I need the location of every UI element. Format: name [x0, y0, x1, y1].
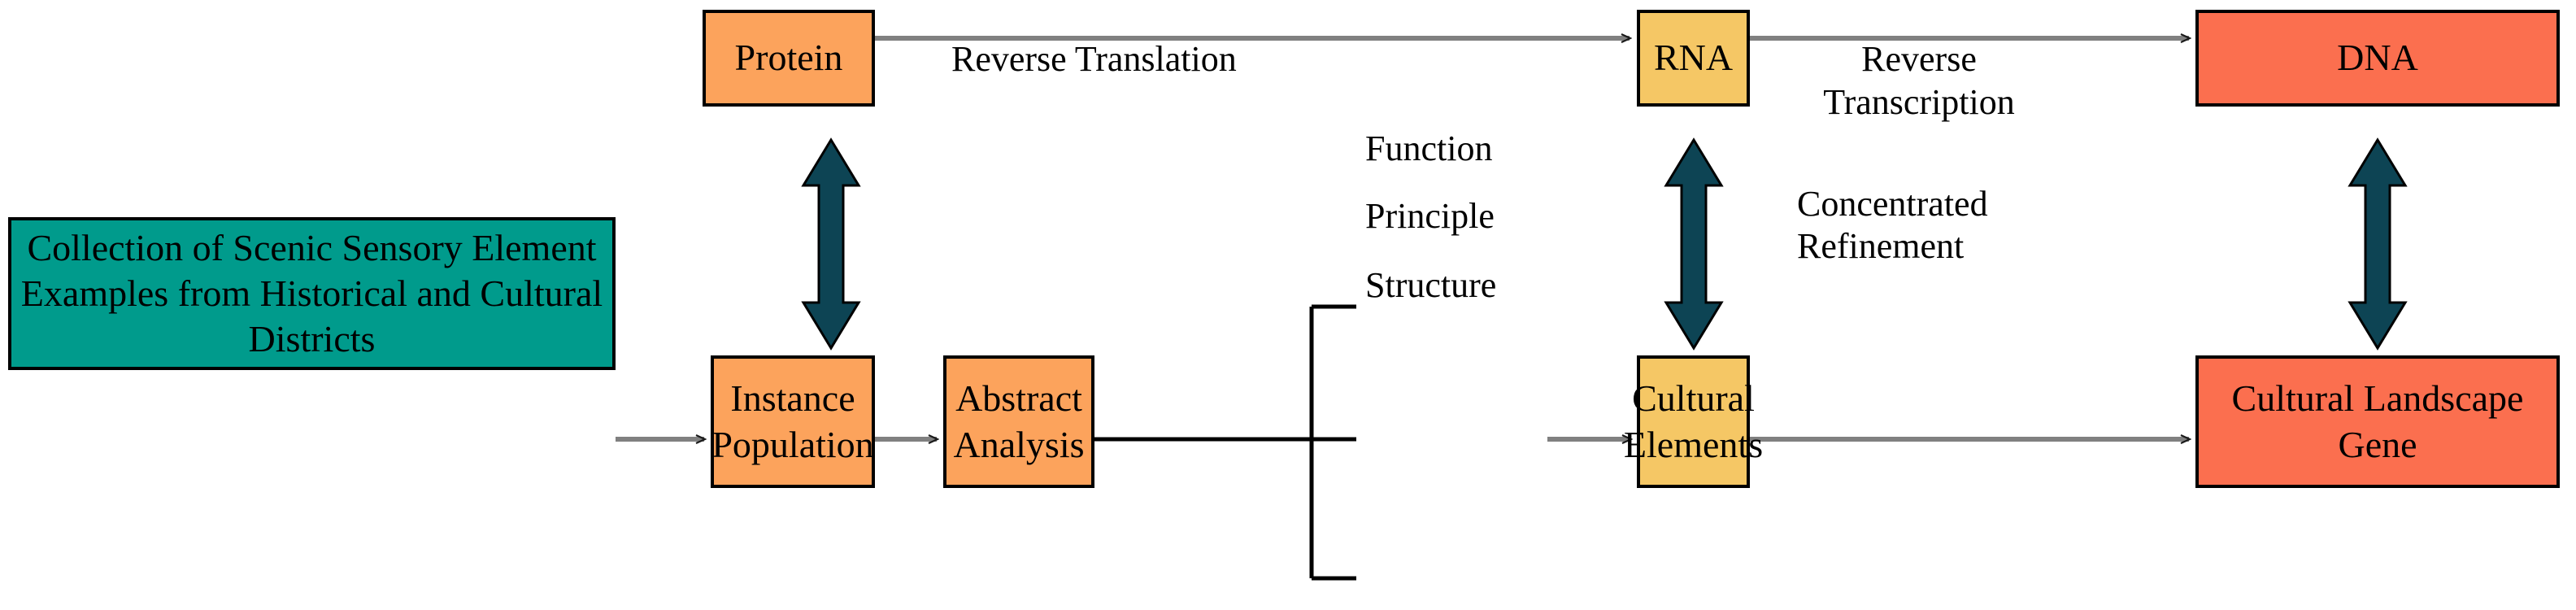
node-collection-label: Collection of Scenic Sensory Element Exa… [20, 226, 603, 360]
node-protein[interactable]: Protein [703, 10, 875, 107]
double-arrow-protein-instance [801, 137, 861, 351]
node-cultural-elements-label: Cultural Elements [1623, 377, 1764, 465]
node-abstract-analysis-label: Abstract Analysis [953, 377, 1085, 465]
node-dna[interactable]: DNA [2195, 10, 2560, 107]
node-rna[interactable]: RNA [1637, 10, 1750, 107]
edge-label-refinement: Refinement [1797, 226, 1965, 266]
branch-label-function: Function [1365, 129, 1493, 168]
edge-label-reverse-transcription: Reverse Transcription [1823, 39, 2015, 122]
node-instance-population[interactable]: Instance Population [711, 355, 875, 488]
branch-label-principle: Principle [1365, 196, 1495, 236]
edge-label-reverse-translation: Reverse Translation [951, 39, 1237, 79]
node-instance-population-label: Instance Population [711, 377, 874, 465]
node-cultural-landscape-gene-label: Cultural Landscape Gene [2231, 377, 2524, 465]
branch-label-structure: Structure [1365, 265, 1497, 305]
node-abstract-analysis[interactable]: Abstract Analysis [943, 355, 1094, 488]
double-arrow-dna-landscape-gene [2348, 137, 2408, 351]
node-protein-label: Protein [734, 37, 843, 79]
double-arrow-rna-cultural-elements [1664, 137, 1724, 351]
edge-label-concentrated: Concentrated [1797, 184, 1988, 224]
node-dna-label: DNA [2337, 37, 2418, 79]
node-rna-label: RNA [1653, 37, 1734, 79]
node-collection-of-scenic-sensory-elements[interactable]: Collection of Scenic Sensory Element Exa… [8, 217, 616, 370]
node-cultural-landscape-gene[interactable]: Cultural Landscape Gene [2195, 355, 2560, 488]
node-cultural-elements[interactable]: Cultural Elements [1624, 355, 1763, 488]
